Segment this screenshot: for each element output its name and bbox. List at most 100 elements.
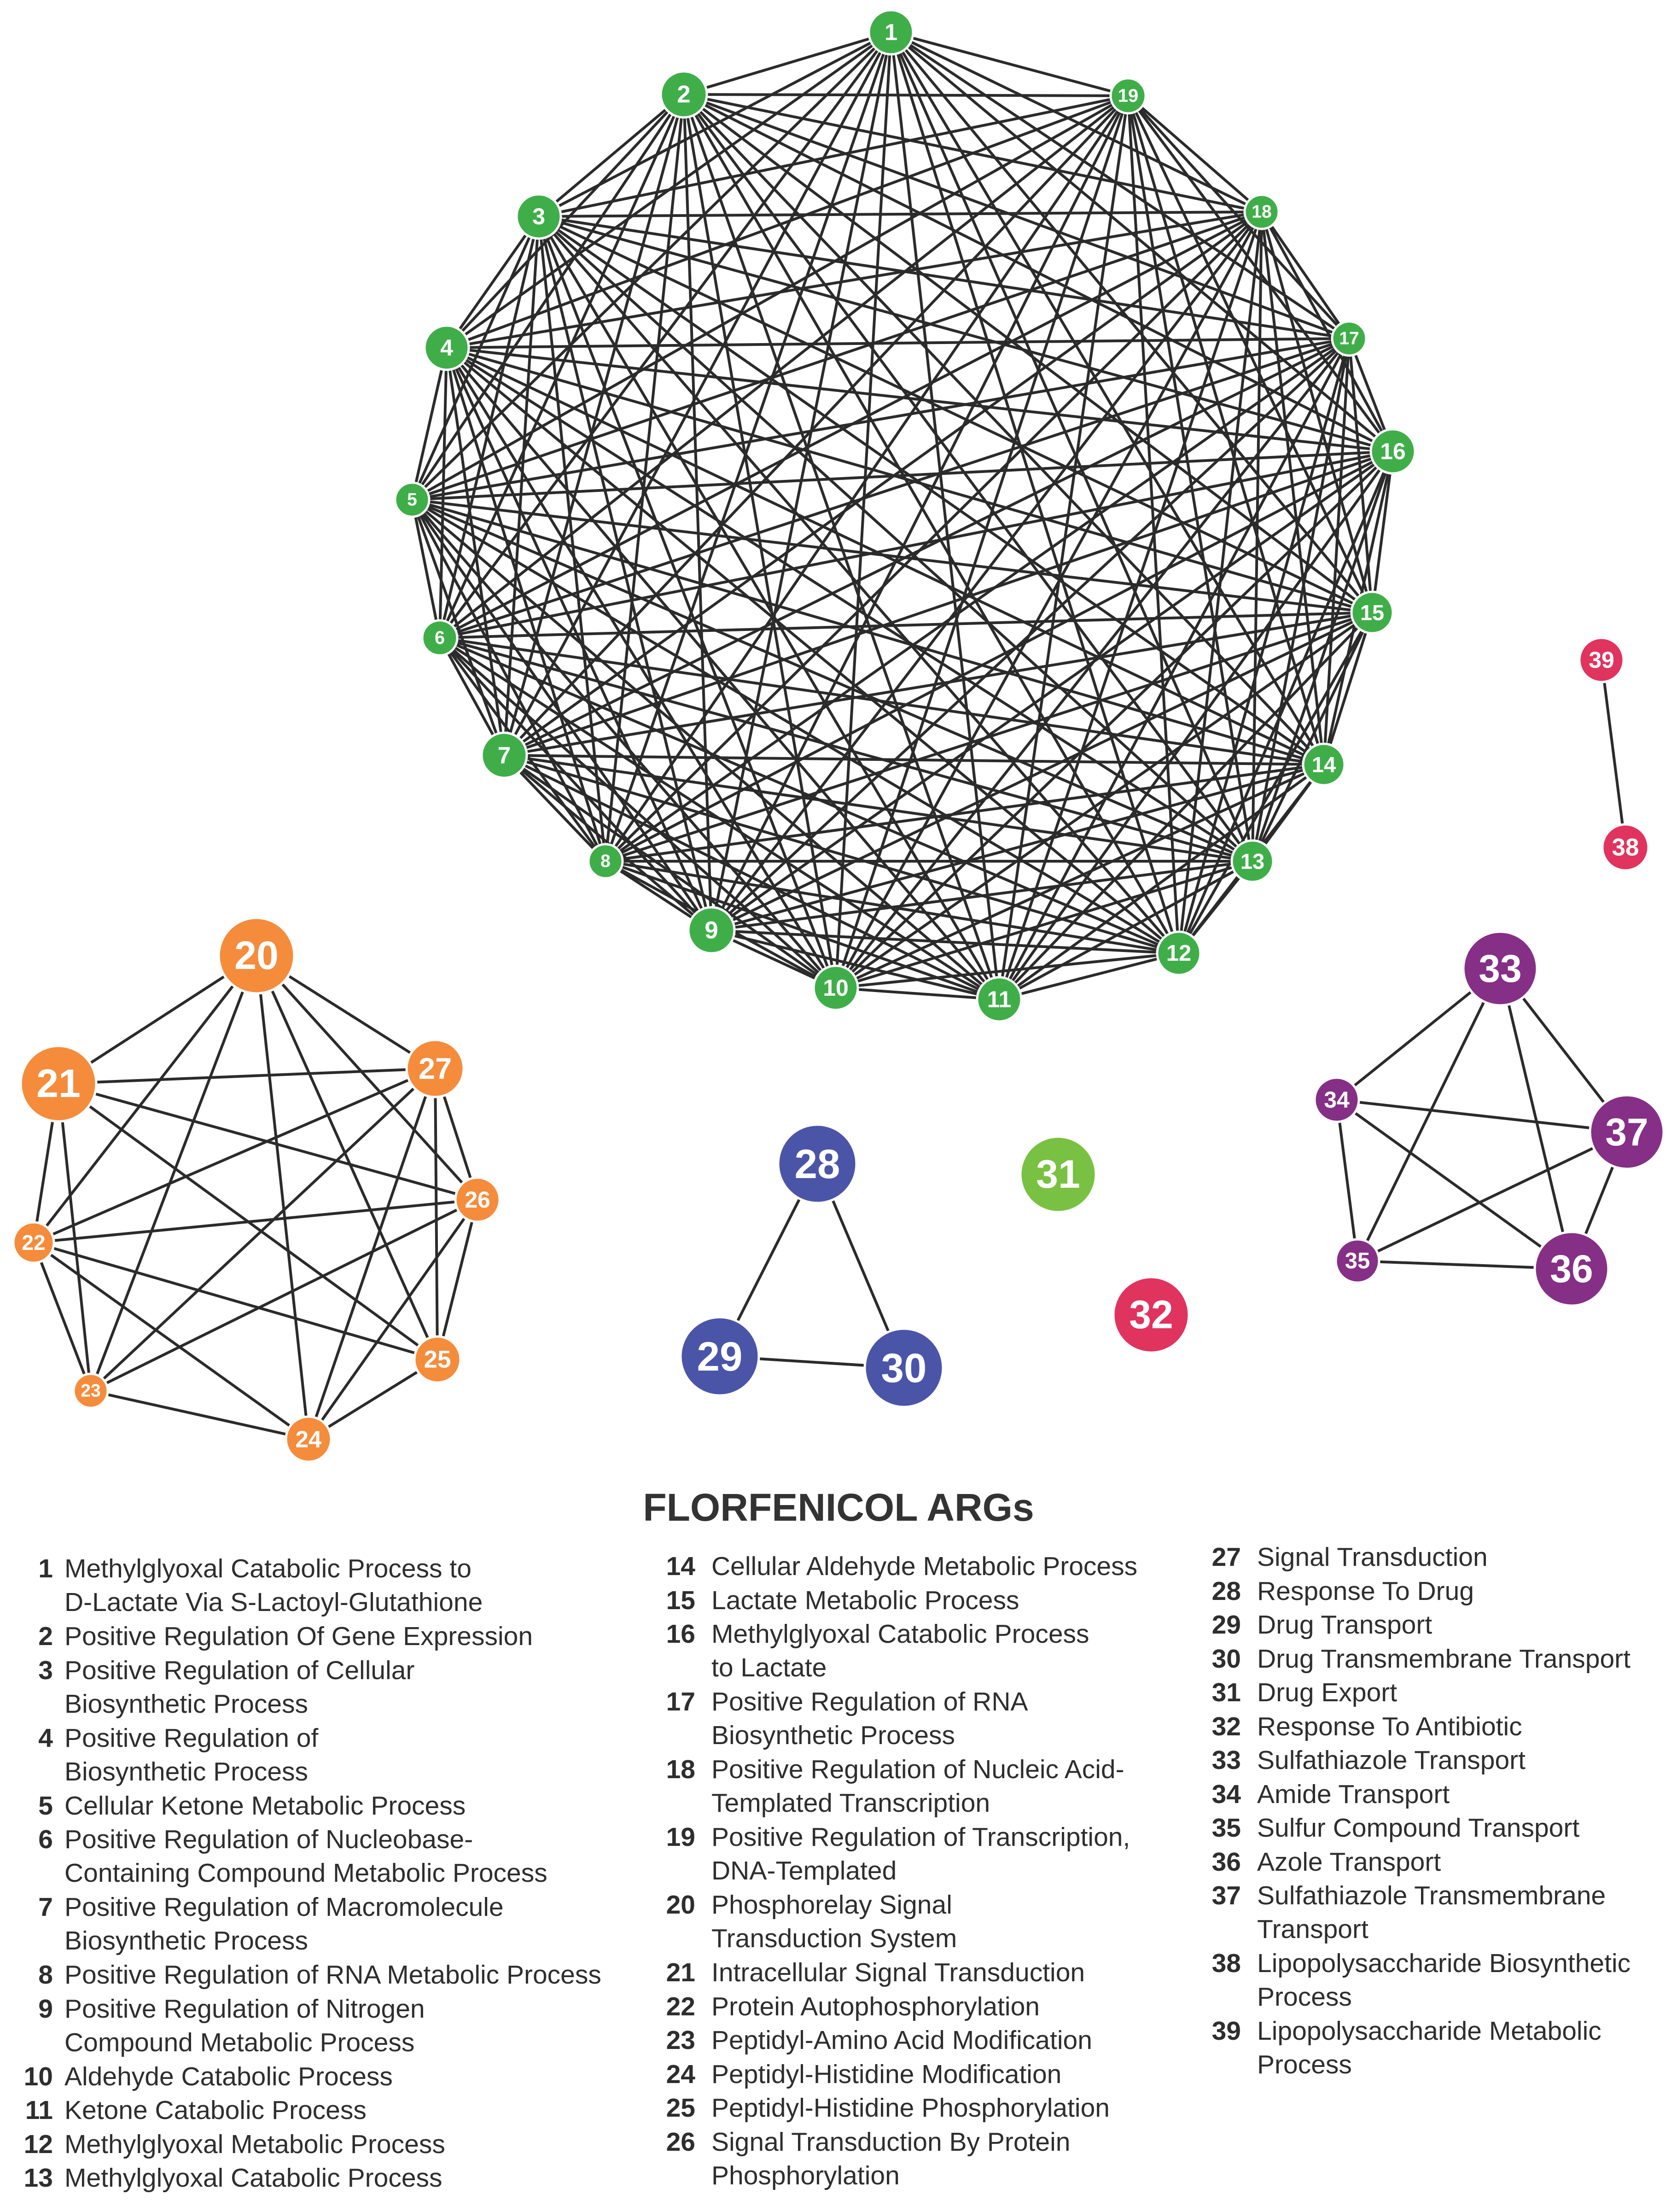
node-circle-23 — [72, 1372, 109, 1409]
node-8[interactable]: 8 — [587, 843, 624, 880]
edge-21-27 — [58, 1067, 436, 1085]
edge-20-24 — [255, 955, 310, 1440]
edge-7-18 — [503, 210, 1263, 757]
legend-label: Response To Antibiotic — [1257, 1711, 1522, 1741]
edge-24-25 — [308, 1358, 438, 1441]
node-label-34: 34 — [1324, 1087, 1350, 1113]
figure-title: FLORFENICOL ARGs — [643, 1486, 1034, 1529]
node-6[interactable]: 6 — [421, 619, 459, 657]
edge-3-18 — [538, 210, 1262, 218]
legend-label: Azole Transport — [1257, 1847, 1441, 1877]
edge-1-6 — [438, 31, 892, 639]
node-5[interactable]: 5 — [394, 481, 431, 518]
node-9[interactable]: 9 — [687, 906, 736, 955]
node-32[interactable]: 32 — [1112, 1276, 1190, 1354]
edge-9-14 — [711, 763, 1324, 932]
edge-3-6 — [438, 216, 540, 638]
edge-34-35 — [1335, 1099, 1359, 1261]
edge-3-17 — [538, 215, 1350, 340]
edge-22-23 — [32, 1242, 92, 1392]
node-18[interactable]: 18 — [1243, 193, 1280, 230]
edge-7-19 — [503, 94, 1130, 757]
network-edges — [32, 31, 1628, 1441]
edge-10-11 — [835, 986, 1000, 1001]
legend-number: 11 — [25, 2095, 53, 2125]
legend-number: 23 — [666, 2025, 695, 2055]
edge-17-18 — [1260, 211, 1351, 339]
edge-34-36 — [1336, 1098, 1572, 1270]
edge-3-15 — [538, 215, 1373, 614]
legend-number: 24 — [666, 2059, 695, 2089]
node-27[interactable]: 27 — [405, 1039, 465, 1098]
legend-number: 16 — [666, 1619, 695, 1649]
edge-15-17 — [1348, 338, 1374, 613]
edge-15-19 — [1127, 95, 1374, 613]
node-circle-9 — [687, 906, 736, 955]
node-2[interactable]: 2 — [659, 70, 708, 119]
node-34[interactable]: 34 — [1313, 1076, 1360, 1123]
edge-3-7 — [503, 216, 540, 756]
node-39[interactable]: 39 — [1578, 636, 1625, 683]
node-22[interactable]: 22 — [12, 1221, 55, 1264]
node-29[interactable]: 29 — [679, 1316, 760, 1397]
node-28[interactable]: 28 — [777, 1123, 858, 1204]
edge-12-19 — [1127, 95, 1180, 954]
node-36[interactable]: 36 — [1533, 1231, 1610, 1307]
legend-label: Methylglyoxal Metabolic Process — [64, 2129, 445, 2159]
edge-11-17 — [998, 338, 1351, 1000]
edge-3-12 — [537, 216, 1180, 954]
legend-label: Phosphorelay Signal Transduction System — [711, 1890, 957, 1953]
node-15[interactable]: 15 — [1350, 590, 1394, 635]
legend-label: Peptidyl-Histidine Modification — [711, 2059, 1062, 2089]
node-37[interactable]: 37 — [1589, 1094, 1665, 1170]
node-17[interactable]: 17 — [1331, 320, 1368, 357]
edge-2-17 — [683, 93, 1350, 340]
node-35[interactable]: 35 — [1334, 1238, 1380, 1284]
node-19[interactable]: 19 — [1109, 77, 1147, 115]
legend-label: Sulfathiazole Transport — [1257, 1745, 1526, 1775]
node-3[interactable]: 3 — [515, 193, 562, 240]
node-label-19: 19 — [1118, 86, 1139, 106]
node-circle-1 — [868, 9, 914, 56]
node-14[interactable]: 14 — [1302, 742, 1346, 787]
legend-label: Sulfur Compound Transport — [1257, 1813, 1580, 1843]
node-13[interactable]: 13 — [1230, 839, 1275, 883]
edge-8-14 — [605, 763, 1324, 863]
node-circle-4 — [423, 324, 470, 371]
node-33[interactable]: 33 — [1462, 930, 1538, 1007]
node-label-3: 3 — [532, 204, 545, 229]
edge-23-26 — [90, 1198, 478, 1392]
node-20[interactable]: 20 — [217, 916, 296, 995]
node-circle-6 — [421, 619, 459, 657]
node-23[interactable]: 23 — [72, 1372, 109, 1409]
edge-38-39 — [1600, 660, 1627, 848]
edge-34-37 — [1336, 1098, 1627, 1133]
node-11[interactable]: 11 — [976, 976, 1023, 1023]
legend-number: 5 — [38, 1791, 53, 1821]
node-7[interactable]: 7 — [480, 731, 528, 779]
node-12[interactable]: 12 — [1156, 930, 1202, 976]
node-31[interactable]: 31 — [1019, 1135, 1097, 1214]
node-label-26: 26 — [465, 1187, 490, 1213]
edge-4-5 — [411, 347, 448, 500]
node-38[interactable]: 38 — [1601, 823, 1650, 872]
node-16[interactable]: 16 — [1369, 428, 1416, 475]
edge-9-16 — [710, 450, 1394, 932]
node-25[interactable]: 25 — [413, 1335, 462, 1384]
edge-4-8 — [445, 347, 607, 862]
edge-5-8 — [411, 499, 607, 862]
node-10[interactable]: 10 — [812, 964, 859, 1011]
edge-22-25 — [33, 1241, 438, 1361]
node-4[interactable]: 4 — [423, 324, 470, 371]
node-26[interactable]: 26 — [454, 1176, 501, 1223]
node-24[interactable]: 24 — [285, 1415, 332, 1463]
legend-number: 34 — [1211, 1779, 1241, 1809]
node-1[interactable]: 1 — [868, 9, 914, 56]
node-label-21: 21 — [36, 1062, 81, 1106]
node-21[interactable]: 21 — [19, 1045, 98, 1123]
node-circle-10 — [812, 964, 859, 1011]
node-30[interactable]: 30 — [863, 1327, 944, 1408]
edge-7-17 — [503, 337, 1350, 757]
node-label-20: 20 — [234, 934, 279, 978]
